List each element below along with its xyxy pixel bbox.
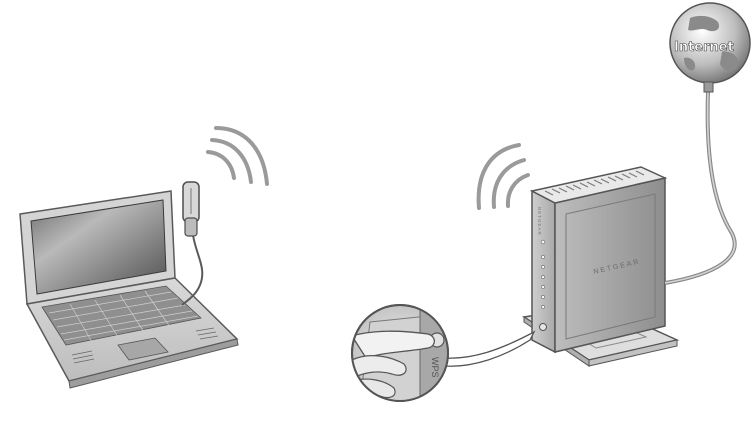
callout-arrow <box>442 332 534 366</box>
wps-button-label: WPS <box>430 357 440 378</box>
router-side-brand: NETGEAR <box>537 207 542 236</box>
adapter-cradle <box>185 218 197 236</box>
router-wps-button[interactable] <box>540 324 547 331</box>
laptop <box>20 191 238 388</box>
internet-label: Internet <box>674 40 734 55</box>
wps-callout: WPS <box>350 305 534 405</box>
usb-wireless-adapter <box>182 182 202 305</box>
router-wireless-waves <box>479 145 528 208</box>
internet-globe: Internet <box>670 3 750 92</box>
laptop-wireless-waves <box>208 128 267 184</box>
internet-cable <box>665 92 735 283</box>
router: NETGEAR NETGEAR <box>524 167 677 366</box>
